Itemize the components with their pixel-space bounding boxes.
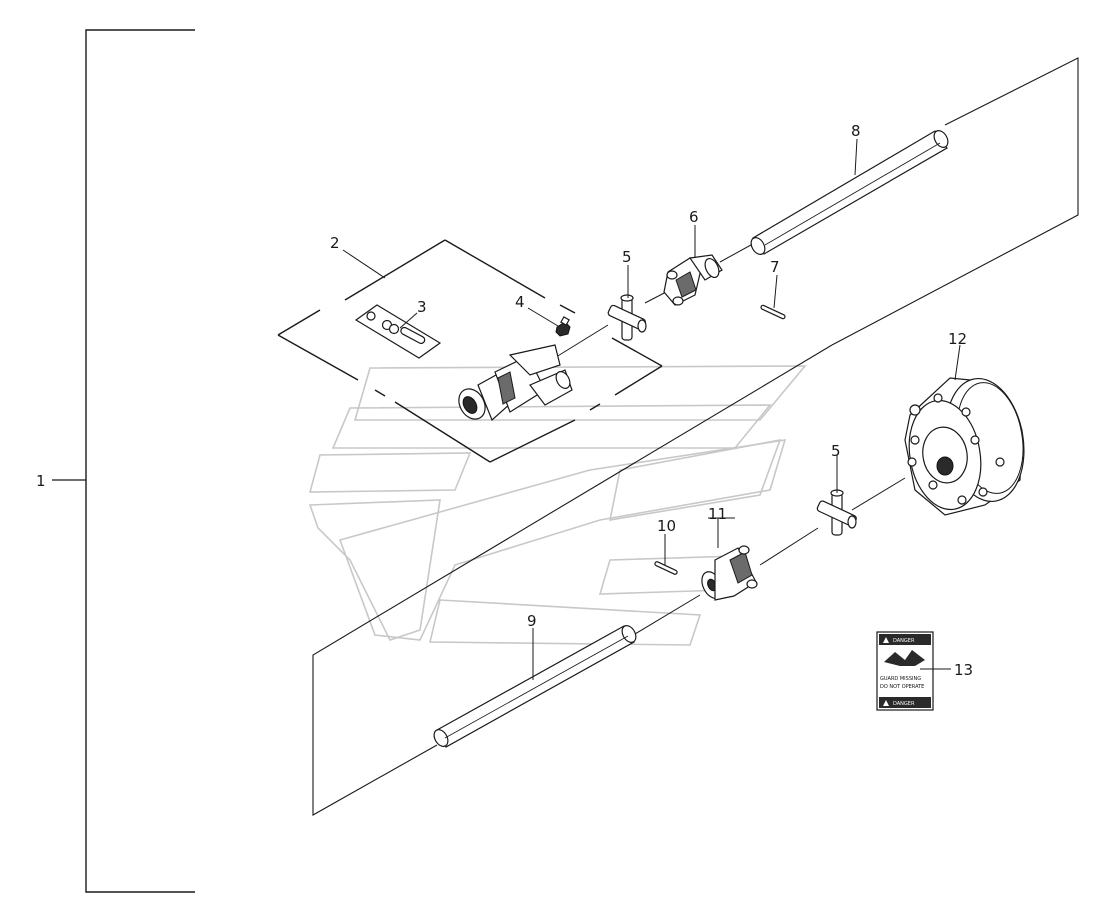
upper-shaft-frame — [831, 57, 1079, 346]
repair-parts-card — [354, 304, 442, 359]
callout-5-upper: 5 — [622, 248, 632, 266]
decal-header-bottom: DANGER — [893, 701, 915, 707]
warning-decal: DANGER GUARD MISSING DO NOT OPERATE DANG… — [876, 631, 934, 711]
callout-13: 13 — [954, 661, 973, 679]
lower-shaft-frame — [312, 344, 833, 816]
decal-body-line-2: DO NOT OPERATE — [880, 684, 924, 690]
callout-8: 8 — [851, 122, 861, 140]
shield-kit-frame — [277, 239, 663, 463]
callout-3: 3 — [417, 298, 427, 316]
roll-pin-upper — [760, 304, 786, 320]
cross-kit-lower — [816, 489, 857, 536]
decal-body-line-1: GUARD MISSING — [880, 676, 921, 682]
cross-kit-upper — [607, 294, 647, 341]
inner-tube — [750, 130, 949, 255]
inner-yoke — [663, 254, 723, 306]
outer-yoke — [701, 545, 758, 601]
callout-11: 11 — [708, 505, 727, 523]
decal-header-top: DANGER — [893, 638, 915, 644]
callout-2: 2 — [330, 234, 340, 252]
callout-4: 4 — [515, 293, 525, 311]
outer-tube — [433, 625, 637, 748]
assembly-bracket — [52, 29, 195, 893]
slip-clutch — [904, 377, 1025, 516]
background-watermark-logo — [308, 365, 807, 646]
leader-lines — [342, 138, 961, 680]
callout-5-lower: 5 — [831, 442, 841, 460]
callout-12: 12 — [948, 330, 967, 348]
callout-1: 1 — [36, 472, 46, 490]
callout-6: 6 — [689, 208, 699, 226]
roll-pin-lower — [654, 561, 678, 575]
callout-10: 10 — [657, 517, 676, 535]
tractor-yoke — [458, 344, 573, 422]
grease-fitting — [555, 316, 571, 337]
callout-7: 7 — [770, 258, 780, 276]
callout-labels: 1 2 3 4 5 6 7 8 9 10 11 12 5 13 — [36, 122, 973, 679]
callout-9: 9 — [527, 612, 537, 630]
